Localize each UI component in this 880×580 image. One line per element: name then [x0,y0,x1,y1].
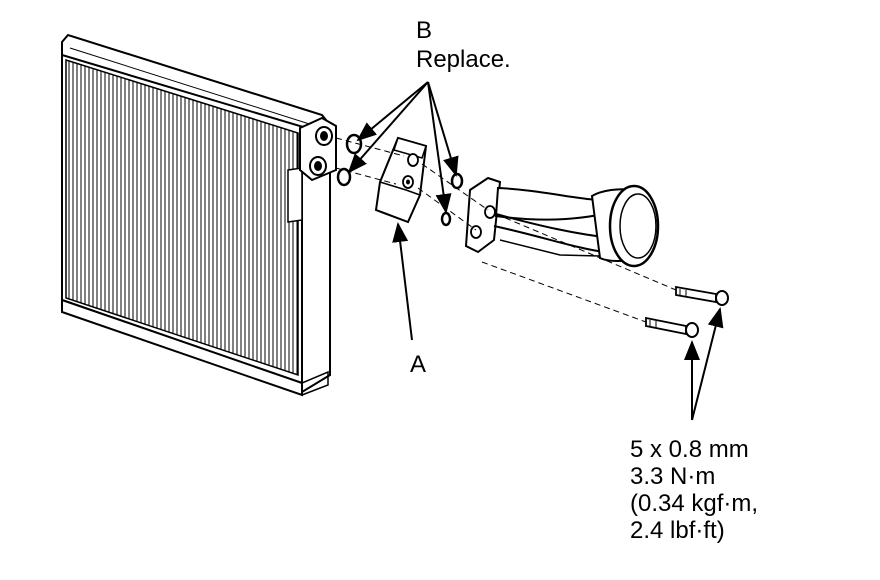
o-ring-right-lower [440,211,452,227]
bolt-lower [645,316,699,338]
label-a-letter: A [410,351,427,378]
pipe-assembly [464,176,660,268]
spec-bolt-size: 5 x 0.8 mm [630,436,749,463]
spec-torque-nm: 3.3 N·m [630,463,716,490]
bolt-upper [675,285,729,306]
torque-spec: 5 x 0.8 mm 3.3 N·m (0.34 kgf·m, 2.4 lbf·… [630,436,758,544]
core-pipe-flange [299,116,337,182]
label-b-replace-note: Replace. [416,46,511,73]
evaporator-core [61,33,331,397]
o-ring-upper [345,133,363,155]
o-ring-lower [336,167,352,187]
spec-torque-kgfm: (0.34 kgf·m, [630,490,759,517]
label-b-letter: B [416,17,433,44]
callout-arrows [347,81,724,421]
spec-torque-lbfft: 2.4 lbf·ft) [630,517,725,544]
o-ring-right-upper [450,172,464,190]
expansion-valve [374,136,428,224]
